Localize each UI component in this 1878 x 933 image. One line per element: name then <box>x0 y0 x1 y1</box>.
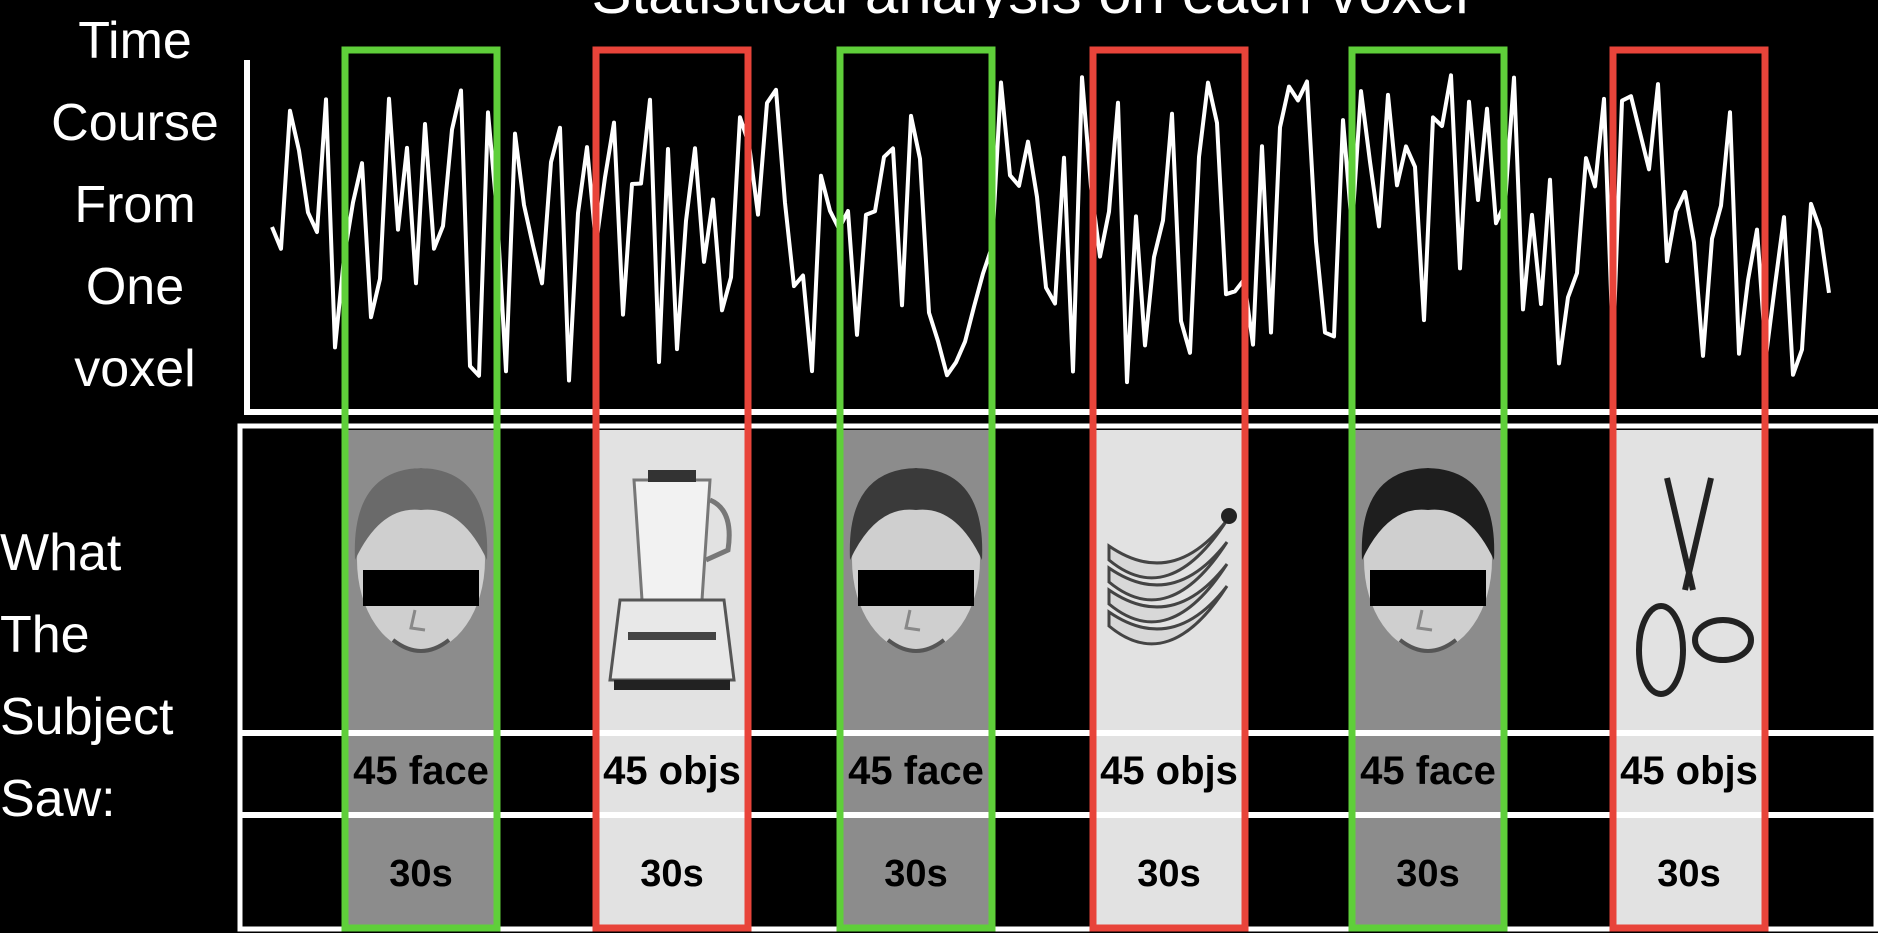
time-course-label-line: From <box>74 176 196 234</box>
block-count-label: 45 face <box>848 749 984 793</box>
banana-stem <box>1221 508 1237 524</box>
face-hair <box>849 468 983 560</box>
scissors-image <box>1636 477 1754 697</box>
block-duration-label: 30s <box>640 853 703 895</box>
face-nose <box>904 609 921 632</box>
time-course-label-line: voxel <box>74 340 196 398</box>
scissors-handle <box>1636 603 1686 697</box>
subject-saw-label: What The Subject Saw: <box>0 512 240 840</box>
face-mouth <box>391 638 451 653</box>
block-duration-label: 30s <box>1137 853 1200 895</box>
stimulus-background <box>1093 430 1245 928</box>
stimulus-block: 45 face 30s <box>341 46 501 932</box>
block-count-label: 45 face <box>1360 749 1496 793</box>
time-course-label-line: Course <box>51 94 219 152</box>
face-block-frame <box>341 46 501 932</box>
stimulus-block: 45 face 30s <box>1348 46 1508 932</box>
face-hair <box>1361 468 1495 560</box>
blender-jar <box>632 478 712 602</box>
banana-shape <box>1107 563 1229 624</box>
face-block-frame <box>836 46 996 932</box>
object-block-frame <box>1089 46 1249 932</box>
time-course-label: Time Course From One voxel <box>20 0 250 410</box>
face-mouth <box>886 638 946 653</box>
face-mouth <box>1398 638 1458 653</box>
banana-shape <box>1107 541 1229 602</box>
block-duration-label: 30s <box>1657 853 1720 895</box>
blender-image <box>608 470 736 690</box>
face-nose <box>1416 609 1433 632</box>
stimulus-block: 45 face 30s <box>836 46 996 932</box>
time-course-label-line: Time <box>78 12 192 70</box>
diagram-title: Statistical analysis on each voxel <box>380 0 1680 18</box>
eye-censor-bar <box>858 570 974 606</box>
face-nose <box>409 609 426 632</box>
face-image-1 <box>354 468 488 653</box>
eye-censor-bar <box>363 570 479 606</box>
face-block-frame <box>1348 46 1508 932</box>
block-count-label: 45 objs <box>1620 749 1758 793</box>
stimulus-panel-border <box>237 423 1878 932</box>
scissors-blade <box>1682 477 1714 591</box>
subject-saw-label-line: The <box>0 606 90 664</box>
stimulus-block: 45 objs 30s <box>592 46 752 932</box>
subject-saw-label-line: What <box>0 524 122 582</box>
object-block-frame <box>1609 46 1769 932</box>
blender-buttons <box>628 632 716 640</box>
time-course-axis <box>244 60 1878 415</box>
blender-handle <box>704 497 732 563</box>
block-duration-label: 30s <box>1396 853 1459 895</box>
block-duration-label: 30s <box>884 853 947 895</box>
block-count-label: 45 objs <box>603 749 741 793</box>
stimulus-background <box>1613 430 1765 928</box>
stimulus-block: 45 objs 30s <box>1089 46 1249 932</box>
bananas-image <box>1107 508 1237 646</box>
face-hair <box>354 468 488 560</box>
subject-saw-label-line: Subject <box>0 688 174 746</box>
time-course-label-line: One <box>85 258 185 316</box>
subject-saw-label-line: Saw: <box>0 770 116 828</box>
face-image-3 <box>1361 468 1495 653</box>
banana-shape <box>1107 585 1229 646</box>
blender-lid <box>648 470 696 482</box>
block-duration-label: 30s <box>389 853 452 895</box>
block-count-label: 45 objs <box>1100 749 1238 793</box>
block-count-label: 45 face <box>353 749 489 793</box>
scissors-handle <box>1692 617 1754 663</box>
object-block-frame <box>592 46 752 932</box>
blender-foot <box>614 680 730 690</box>
eye-censor-bar <box>1370 570 1486 606</box>
stimulus-block: 45 objs 30s <box>1609 46 1769 932</box>
voxel-signal-line <box>270 73 1831 385</box>
face-image-2 <box>849 468 983 653</box>
